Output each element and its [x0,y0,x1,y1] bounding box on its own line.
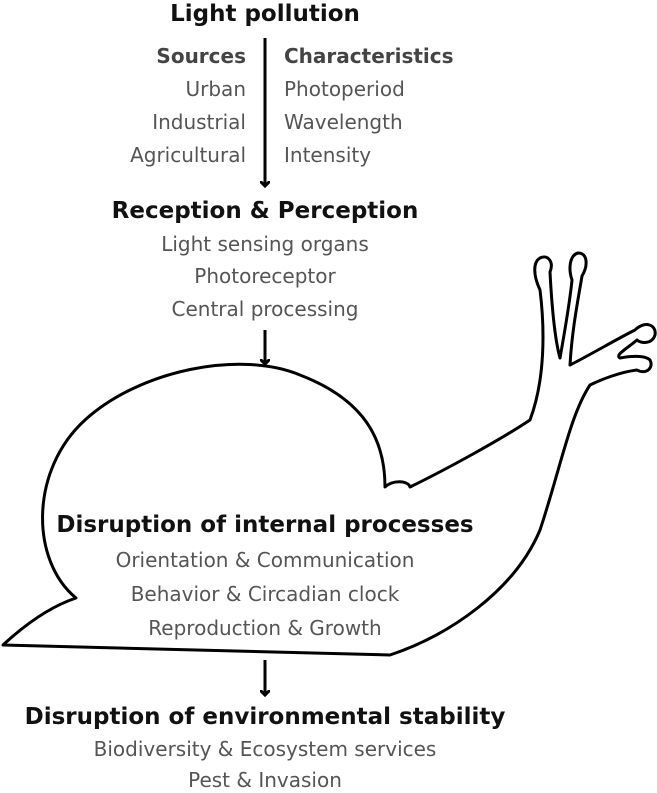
reception-item: Light sensing organs [161,232,369,256]
reception-item: Photoreceptor [194,264,336,288]
snail-outline [1,251,657,657]
internal-item: Orientation & Communication [115,548,415,572]
title-light-pollution: Light pollution [170,1,360,27]
environmental-heading: Disruption of environmental stability [24,704,506,730]
sources-item: Agricultural [130,143,246,167]
characteristics-item: Intensity [284,143,372,167]
environmental-item: Pest & Invasion [188,768,342,792]
internal-heading: Disruption of internal processes [56,512,474,538]
characteristics-item: Wavelength [284,110,403,134]
environmental-item: Biodiversity & Ecosystem services [93,737,437,761]
reception-item: Central processing [171,297,359,321]
sources-heading: Sources [156,44,246,68]
sources-item: Industrial [152,110,246,134]
sources-item: Urban [185,77,247,101]
characteristics-heading: Characteristics [284,44,454,68]
internal-item: Behavior & Circadian clock [130,582,400,606]
reception-heading: Reception & Perception [111,198,419,224]
internal-item: Reproduction & Growth [148,616,382,640]
characteristics-item: Photoperiod [284,77,405,101]
